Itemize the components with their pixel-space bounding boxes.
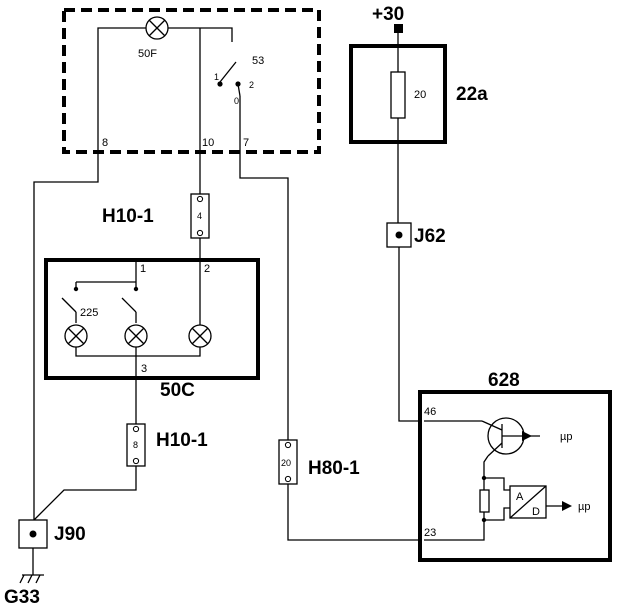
ad-converter-d: D	[532, 506, 540, 518]
supply-terminal	[394, 24, 403, 33]
junction-j62-label: J62	[414, 226, 446, 247]
panel-ref-label: 50C	[160, 380, 195, 401]
panel-lamp-right-icon	[188, 324, 212, 348]
switch-53-icon	[217, 61, 241, 87]
panel-switch-label: 225	[80, 307, 98, 319]
switch-label: 53	[252, 55, 264, 67]
connector-h10-lower-label: H10-1	[156, 430, 208, 451]
panel-lamp-middle-icon	[124, 324, 148, 348]
module-628-box	[418, 390, 612, 562]
mu-p-out-label: µp	[578, 501, 590, 513]
connector-h10-lower-pin: 8	[133, 440, 138, 450]
panel-pin-2: 2	[204, 263, 210, 275]
resistor-icon	[479, 489, 490, 513]
connector-h10-upper-label: H10-1	[102, 206, 154, 227]
transistor-icon	[424, 417, 540, 457]
ad-converter-icon	[509, 485, 547, 519]
fuse-ref-label: 22a	[456, 84, 488, 105]
fuse-value-label: 20	[414, 89, 426, 101]
lamp-50f-icon	[145, 16, 169, 40]
ad-converter-a: A	[516, 491, 524, 503]
lamp-top-label: 50F	[138, 48, 157, 60]
module-pin-46: 46	[424, 406, 436, 418]
fuse-icon	[390, 71, 406, 119]
switch-pin-1: 1	[214, 72, 219, 82]
module-ref-label: 628	[488, 370, 520, 391]
panel-lamp-left-icon	[64, 324, 88, 348]
connector-h80-pin: 20	[281, 458, 291, 468]
top-pin-8: 8	[102, 137, 108, 149]
supply-label: +30	[372, 4, 404, 25]
top-pin-7: 7	[243, 137, 249, 149]
mu-p-in-label: µp	[560, 431, 572, 443]
switch-pin-0: 0	[234, 96, 239, 106]
switch-pin-2: 2	[249, 80, 254, 90]
panel-pin-1: 1	[140, 263, 146, 275]
panel-pin-3: 3	[141, 363, 147, 375]
ground-label: G33	[4, 587, 40, 608]
instrument-box	[62, 8, 321, 154]
lamp-panel-box	[44, 258, 260, 380]
ground-icon	[19, 574, 44, 584]
junction-j90-label: J90	[54, 524, 86, 545]
connector-h80-label: H80-1	[308, 458, 360, 479]
module-pin-23: 23	[424, 527, 436, 539]
connector-h10-upper-pin: 4	[197, 211, 202, 221]
top-pin-10: 10	[202, 137, 214, 149]
